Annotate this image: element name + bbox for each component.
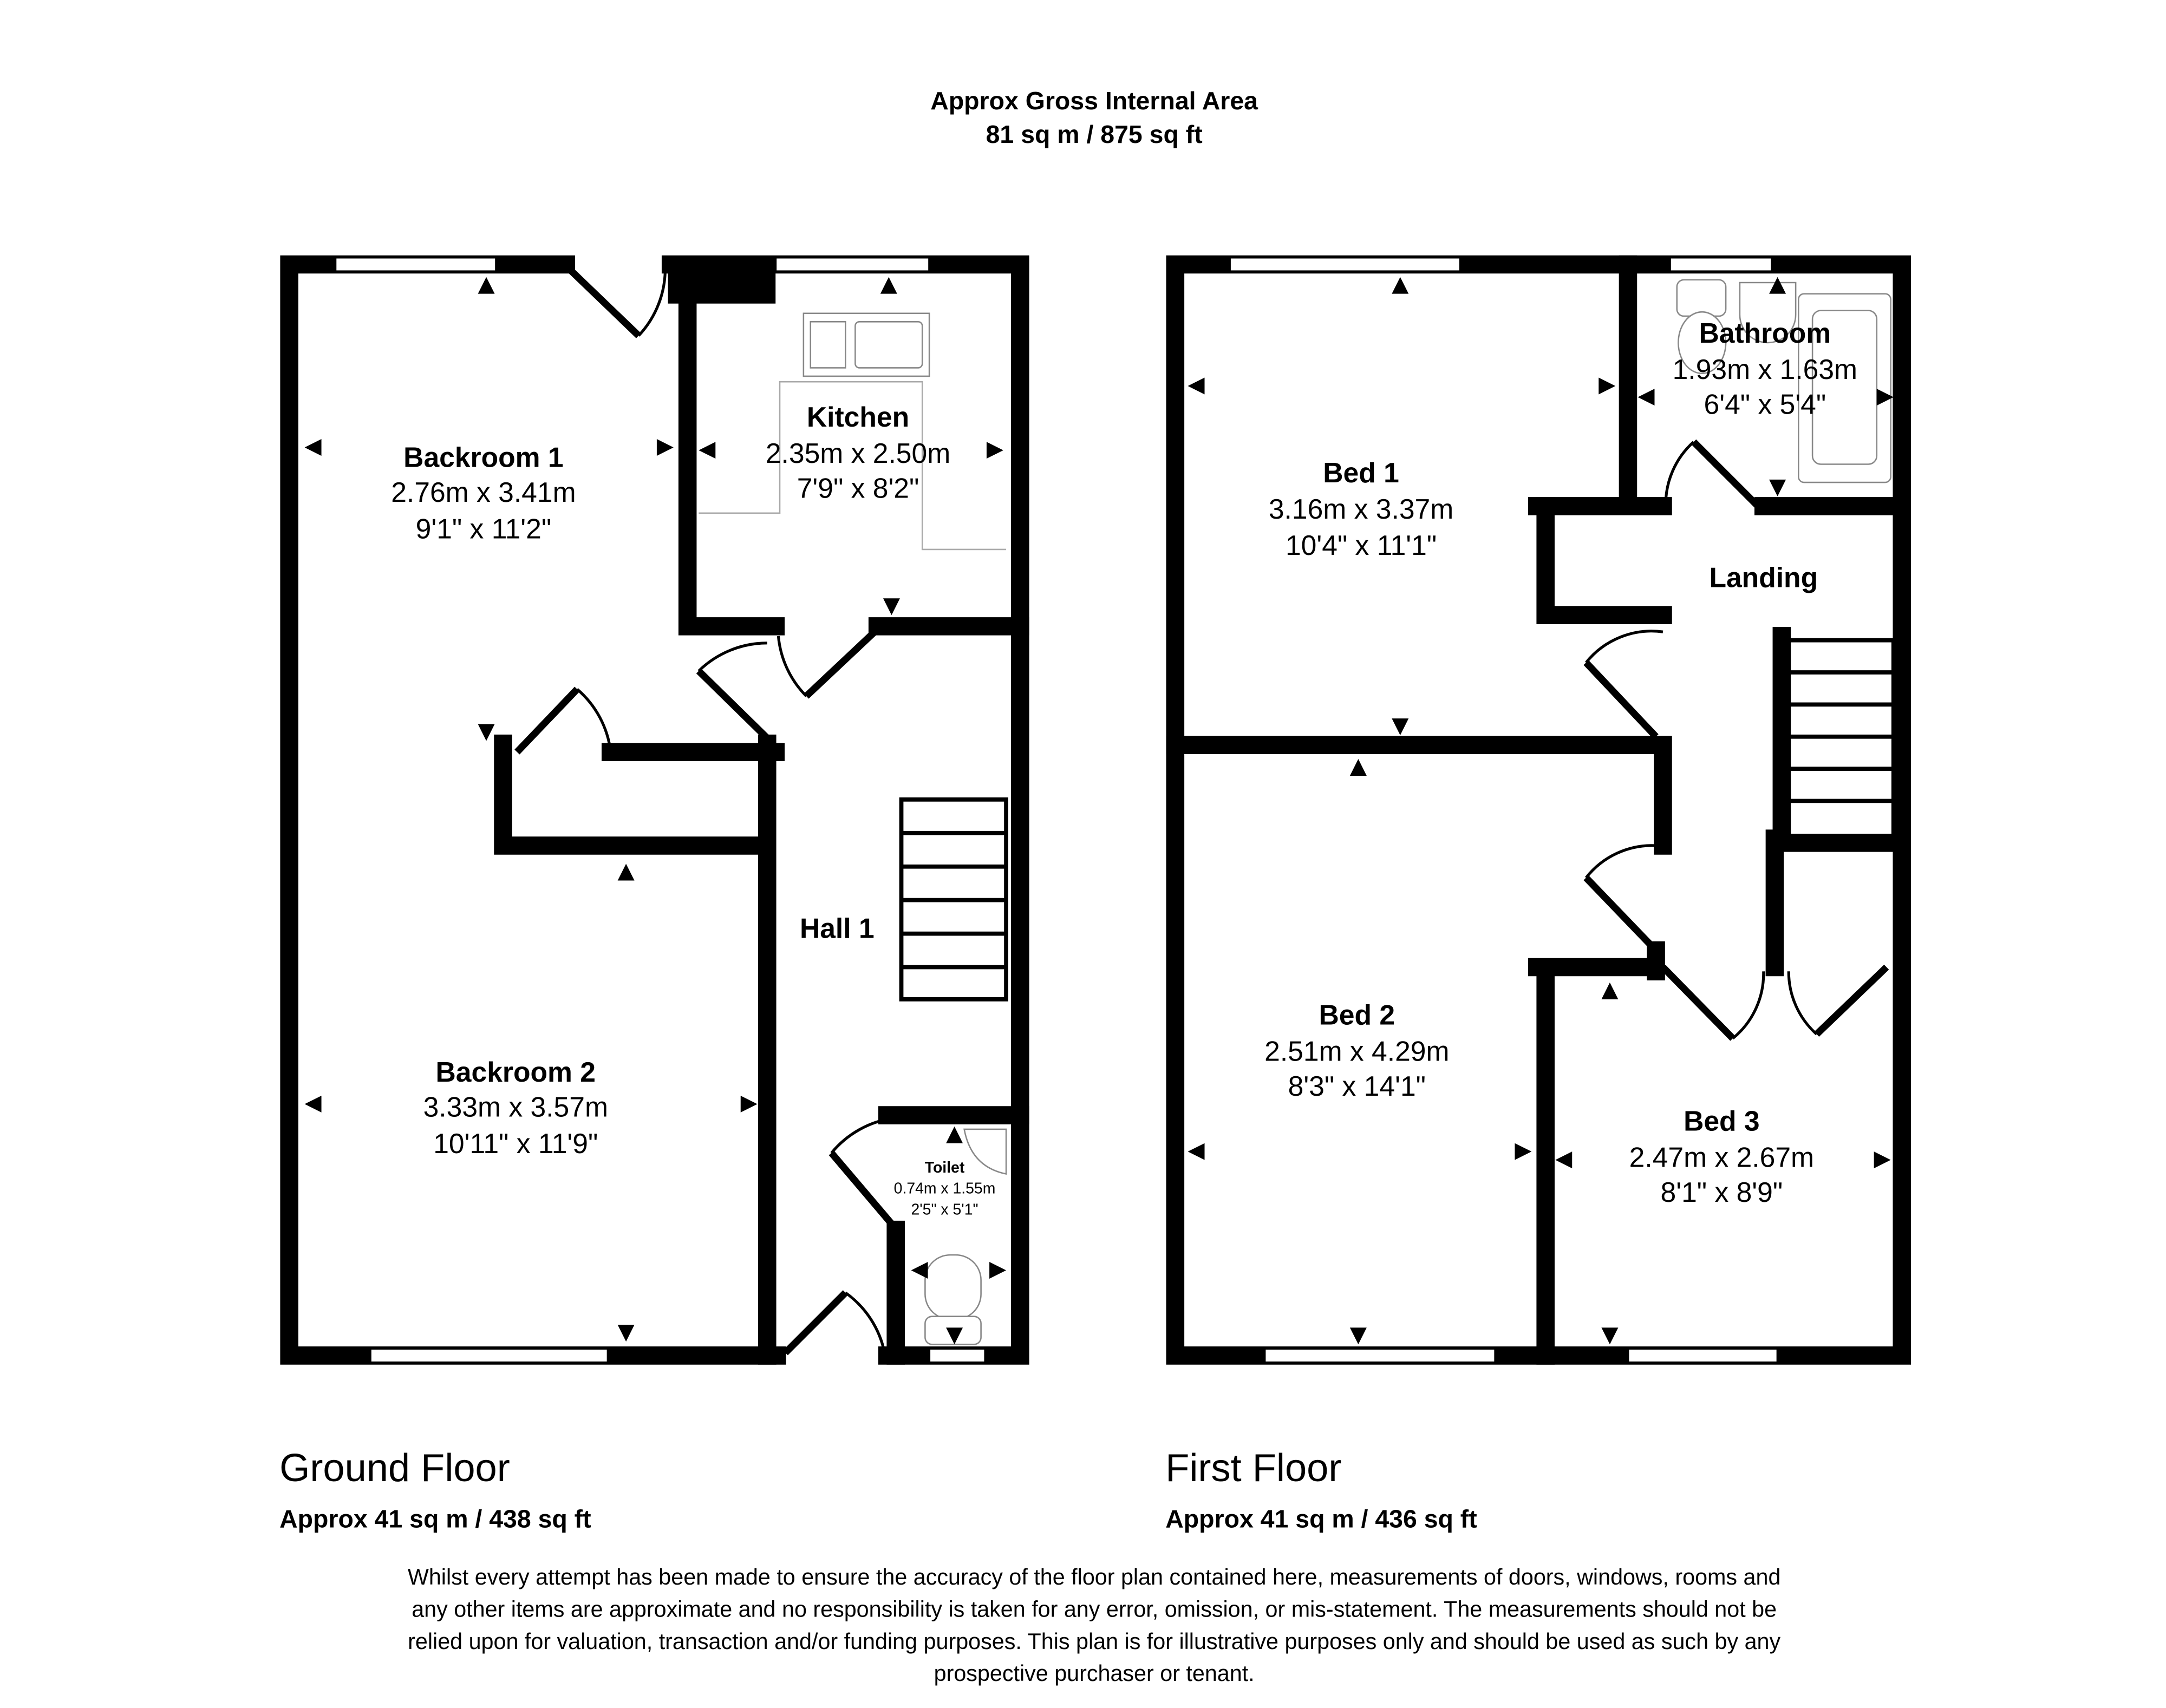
stairs	[899, 797, 1008, 1002]
room-metric-backroom-2: 3.33m x 3.57m	[423, 1091, 608, 1123]
room-imperial-backroom-2: 10'11" x 11'9"	[433, 1128, 598, 1159]
room-name-bed-2: Bed 2	[1319, 999, 1395, 1030]
room-imperial-kitchen: 7'9" x 8'2"	[797, 472, 919, 503]
gross-area-title: Approx Gross Internal Area	[930, 87, 1258, 115]
kitchen-sink-icon	[803, 312, 930, 377]
room-name-hall-1: Hall 1	[800, 912, 875, 944]
gross-area-value: 81 sq m / 875 sq ft	[986, 120, 1203, 148]
disclaimer-line: prospective purchaser or tenant.	[934, 1661, 1255, 1686]
bathroom-fixtures-icon	[1676, 279, 1891, 483]
room-metric-kitchen: 2.35m x 2.50m	[766, 437, 950, 469]
toilet-basin-icon	[963, 1128, 1007, 1175]
stairs	[1786, 638, 1896, 838]
room-name-bathroom: Bathroom	[1699, 317, 1831, 349]
wc-icon	[924, 1254, 982, 1345]
room-name-bed-1: Bed 1	[1323, 457, 1399, 488]
disclaimer: Whilst every attempt has been made to en…	[408, 1565, 1781, 1686]
first-floor-plan: Bed 1 3.16m x 3.37m 10'4" x 11'1" Bathro…	[1166, 255, 1911, 1365]
ground-floor-area: Approx 41 sq m / 438 sq ft	[279, 1504, 591, 1533]
room-name-toilet: Toilet	[925, 1159, 965, 1176]
room-metric-bathroom: 1.93m x 1.63m	[1673, 354, 1857, 385]
room-imperial-bed-1: 10'4" x 11'1"	[1286, 529, 1437, 561]
room-name-kitchen: Kitchen	[807, 401, 909, 433]
room-imperial-bed-3: 8'1" x 8'9"	[1661, 1176, 1783, 1208]
first-floor-title: First Floor	[1165, 1447, 1341, 1490]
first-floor-area: Approx 41 sq m / 436 sq ft	[1165, 1504, 1477, 1533]
room-imperial-backroom-1: 9'1" x 11'2"	[416, 513, 552, 544]
room-metric-bed-1: 3.16m x 3.37m	[1269, 493, 1453, 525]
room-name-bed-3: Bed 3	[1684, 1105, 1760, 1136]
ground-floor-plan: Backroom 1 2.76m x 3.41m 9'1" x 11'2" Ki…	[280, 255, 1029, 1365]
room-imperial-bed-2: 8'3" x 14'1"	[1288, 1070, 1426, 1102]
room-name-backroom-1: Backroom 1	[403, 442, 563, 473]
room-metric-bed-3: 2.47m x 2.67m	[1629, 1142, 1814, 1173]
disclaimer-line: any other items are approximate and no r…	[412, 1597, 1777, 1622]
ground-floor-title: Ground Floor	[279, 1447, 510, 1490]
disclaimer-line: relied upon for valuation, transaction a…	[408, 1629, 1780, 1654]
room-imperial-bathroom: 6'4" x 5'4"	[1704, 389, 1826, 420]
room-metric-bed-2: 2.51m x 4.29m	[1264, 1035, 1449, 1066]
room-metric-backroom-1: 2.76m x 3.41m	[391, 476, 576, 508]
room-name-landing: Landing	[1709, 562, 1818, 593]
room-imperial-toilet: 2'5" x 5'1"	[911, 1201, 978, 1218]
room-metric-toilet: 0.74m x 1.55m	[894, 1180, 996, 1197]
room-name-backroom-2: Backroom 2	[436, 1056, 596, 1088]
disclaimer-line: Whilst every attempt has been made to en…	[408, 1565, 1781, 1589]
